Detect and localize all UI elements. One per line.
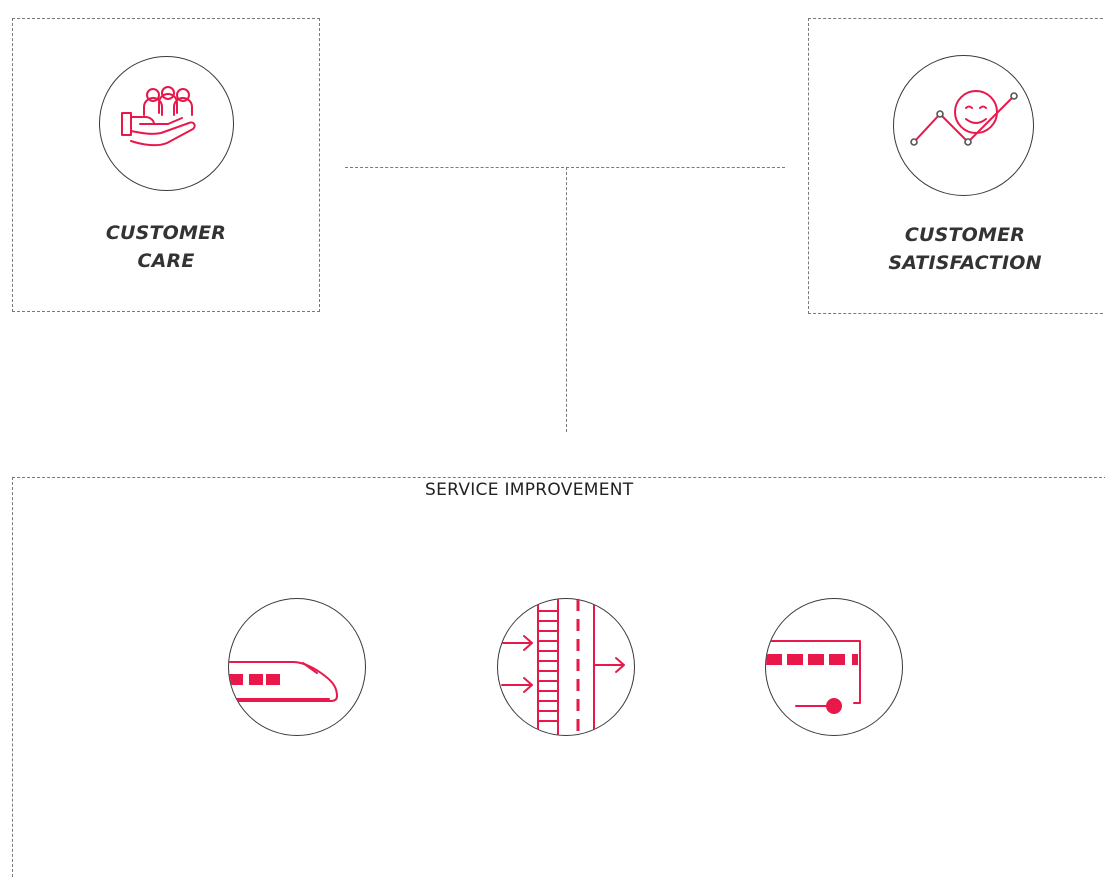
- customer-care-box: [12, 18, 320, 312]
- hand-holding-people-icon: [99, 56, 234, 191]
- connector-horizontal: [345, 167, 785, 168]
- service-improvement-title: SERVICE IMPROVEMENT: [413, 480, 646, 500]
- customer-care-label-line2: CARE: [137, 250, 195, 272]
- high-speed-train-icon: [228, 598, 366, 736]
- smiley-trend-chart-icon: [893, 55, 1034, 196]
- customer-satisfaction-label-line1: CUSTOMER: [904, 224, 1026, 246]
- connector-vertical: [566, 167, 567, 432]
- customer-care-label-line1: CUSTOMER: [105, 222, 227, 244]
- customer-satisfaction-label: CUSTOMER SATISFACTION: [855, 221, 1075, 277]
- escalator-flow-icon: [497, 598, 635, 736]
- customer-satisfaction-box: [808, 18, 1105, 314]
- customer-care-label: CUSTOMER CARE: [66, 219, 266, 275]
- service-improvement-box: [12, 477, 1105, 877]
- bus-stop-icon: [765, 598, 903, 736]
- customer-satisfaction-label-line2: SATISFACTION: [888, 252, 1042, 274]
